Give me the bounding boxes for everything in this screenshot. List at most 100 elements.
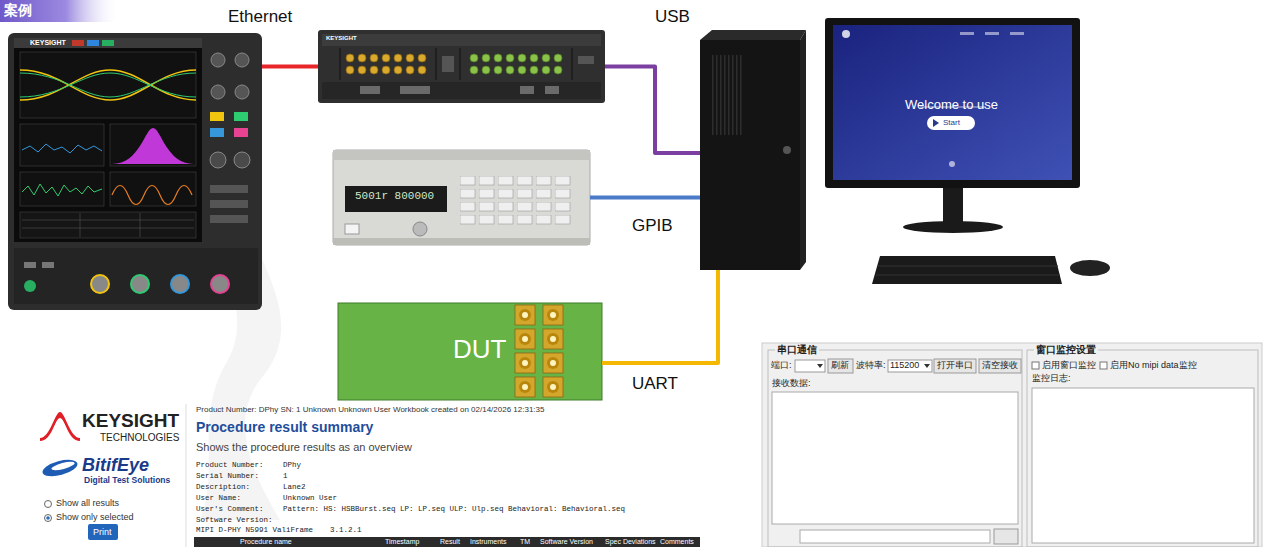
table-header: Software Version: [540, 538, 593, 546]
oscilloscope-part: [22, 228, 194, 229]
serial-tool-window-part: [888, 360, 932, 372]
serial-tool-window-part: [828, 359, 853, 373]
report-subtitle: Shows the procedure results as an overvi…: [196, 441, 412, 454]
dut-board-part: [338, 303, 602, 400]
pxi-chassis-part: [400, 86, 430, 94]
serial-tool-window-part: [768, 350, 1022, 547]
connection-label: GPIB: [630, 216, 675, 236]
oscilloscope-part: [210, 200, 248, 208]
oscilloscope-part: [20, 70, 196, 100]
bench-instrument-part: [345, 224, 359, 234]
bench-instrument-part: [460, 176, 574, 228]
field-value: Pattern: HS: HSBBurst.seq LP: LP.seq ULP…: [283, 505, 625, 514]
oscilloscope-part: [20, 212, 196, 238]
oscilloscope-part: [110, 172, 196, 206]
screen-title: Welcome to use: [905, 98, 998, 113]
brand-logo: KEYSIGHT: [326, 35, 357, 42]
desktop-pc-part: [985, 32, 999, 35]
oscilloscope-part: [210, 112, 224, 121]
pxi-chassis-part: [339, 48, 341, 80]
report-controls-part: [45, 515, 52, 522]
desktop-pc-part: [700, 40, 800, 270]
field-name: User Name:: [196, 494, 241, 503]
oscilloscope-part: [80, 213, 81, 237]
serial-tool-window-part: [934, 359, 976, 373]
oscilloscope-part: [210, 128, 224, 137]
bitifeye-logo: [41, 457, 79, 480]
company-logo: TECHNOLOGIES: [100, 432, 179, 444]
dut-board: DUT: [338, 303, 602, 400]
field-value: Unknown User: [283, 494, 337, 503]
oscilloscope-part: [234, 112, 248, 121]
desktop-pc-part: [927, 116, 975, 130]
button-text: 清空接收: [982, 360, 1018, 370]
desktop-pc-part: [933, 119, 939, 127]
desktop-pc-part: [825, 18, 1080, 188]
report-header: Product Number: DPhy SN: 1 Unknown Unkno…: [196, 405, 545, 414]
slide-tag: 案例: [4, 2, 32, 18]
report-controls-part: [88, 524, 118, 540]
desktop-pc-part: [1010, 32, 1024, 35]
oscilloscope-part: [234, 128, 248, 137]
connection-label: Ethernet: [226, 7, 294, 27]
oscilloscope-part: [20, 73, 196, 97]
field-value: DPhy: [283, 461, 301, 470]
group-title: 串口通信: [775, 344, 819, 356]
serial-tool-window-part: [795, 360, 825, 372]
field-value: 1: [283, 472, 288, 481]
serial-tool-window-part: [1027, 350, 1258, 547]
bench-instrument-part: [333, 150, 590, 160]
desktop-pc-part: [903, 221, 1003, 233]
oscilloscope-part: [22, 184, 102, 196]
oscilloscope-part: [211, 275, 229, 293]
report-page: [186, 404, 700, 547]
oscilloscope-part: [131, 275, 149, 293]
report-controls-part: [45, 501, 52, 508]
oscilloscope-part: [24, 280, 36, 292]
field-label: 端口:: [771, 360, 792, 370]
bench-instrument-part: [333, 150, 590, 245]
checkbox-label: 启用窗口监控: [1042, 360, 1096, 370]
field-name: Serial Number:: [196, 472, 259, 481]
field-name: Product Number:: [196, 461, 264, 470]
oscilloscope-part: [20, 73, 196, 97]
oscilloscope-part: [102, 40, 114, 46]
desktop-pc: [700, 18, 1110, 284]
oscilloscope-part: [24, 262, 36, 268]
pxi-chassis-part: [344, 52, 428, 76]
desktop-pc-part: [700, 30, 806, 40]
radio-label: Show all results: [56, 498, 119, 508]
oscilloscope-part: [112, 186, 192, 205]
bitifeye-logo-part: [41, 457, 79, 480]
field-value: MIPI D-PHY N5991 ValiFrame: [196, 526, 313, 535]
button-text: 刷新: [831, 360, 849, 370]
serial-tool-window-part: [800, 530, 990, 543]
oscilloscope-part: [235, 53, 249, 67]
radio-label: Show only selected: [56, 512, 134, 522]
report-title: Procedure result summary: [196, 419, 373, 435]
serial-tool-window-part: [1032, 362, 1039, 369]
company-tagline: Digital Test Solutions: [84, 476, 170, 486]
pxi-chassis: [318, 30, 605, 103]
oscilloscope-part: [14, 38, 202, 242]
field-value: Lane2: [283, 483, 306, 492]
connection-label: UART: [630, 374, 680, 394]
serial-tool-window-part: [1032, 388, 1254, 543]
desktop-pc: Welcome to useStart: [700, 15, 1115, 270]
bench-instrument: [333, 150, 590, 245]
select-value: 115200: [890, 360, 919, 370]
keysight-logo: [40, 412, 80, 441]
oscilloscope-part: [210, 215, 248, 223]
bench-instrument-part: [413, 222, 427, 236]
report-page-part: [186, 404, 187, 547]
device-name: DUT: [453, 335, 506, 365]
bitifeye-logo-part: [51, 460, 76, 472]
oscilloscope-part: [22, 220, 194, 221]
desktop-pc-part: [876, 275, 1060, 276]
oscilloscope-part: [72, 40, 84, 46]
serial-tool-window: [762, 343, 1262, 547]
table-header: Procedure name: [240, 538, 292, 546]
oscilloscope-part: [20, 70, 196, 100]
